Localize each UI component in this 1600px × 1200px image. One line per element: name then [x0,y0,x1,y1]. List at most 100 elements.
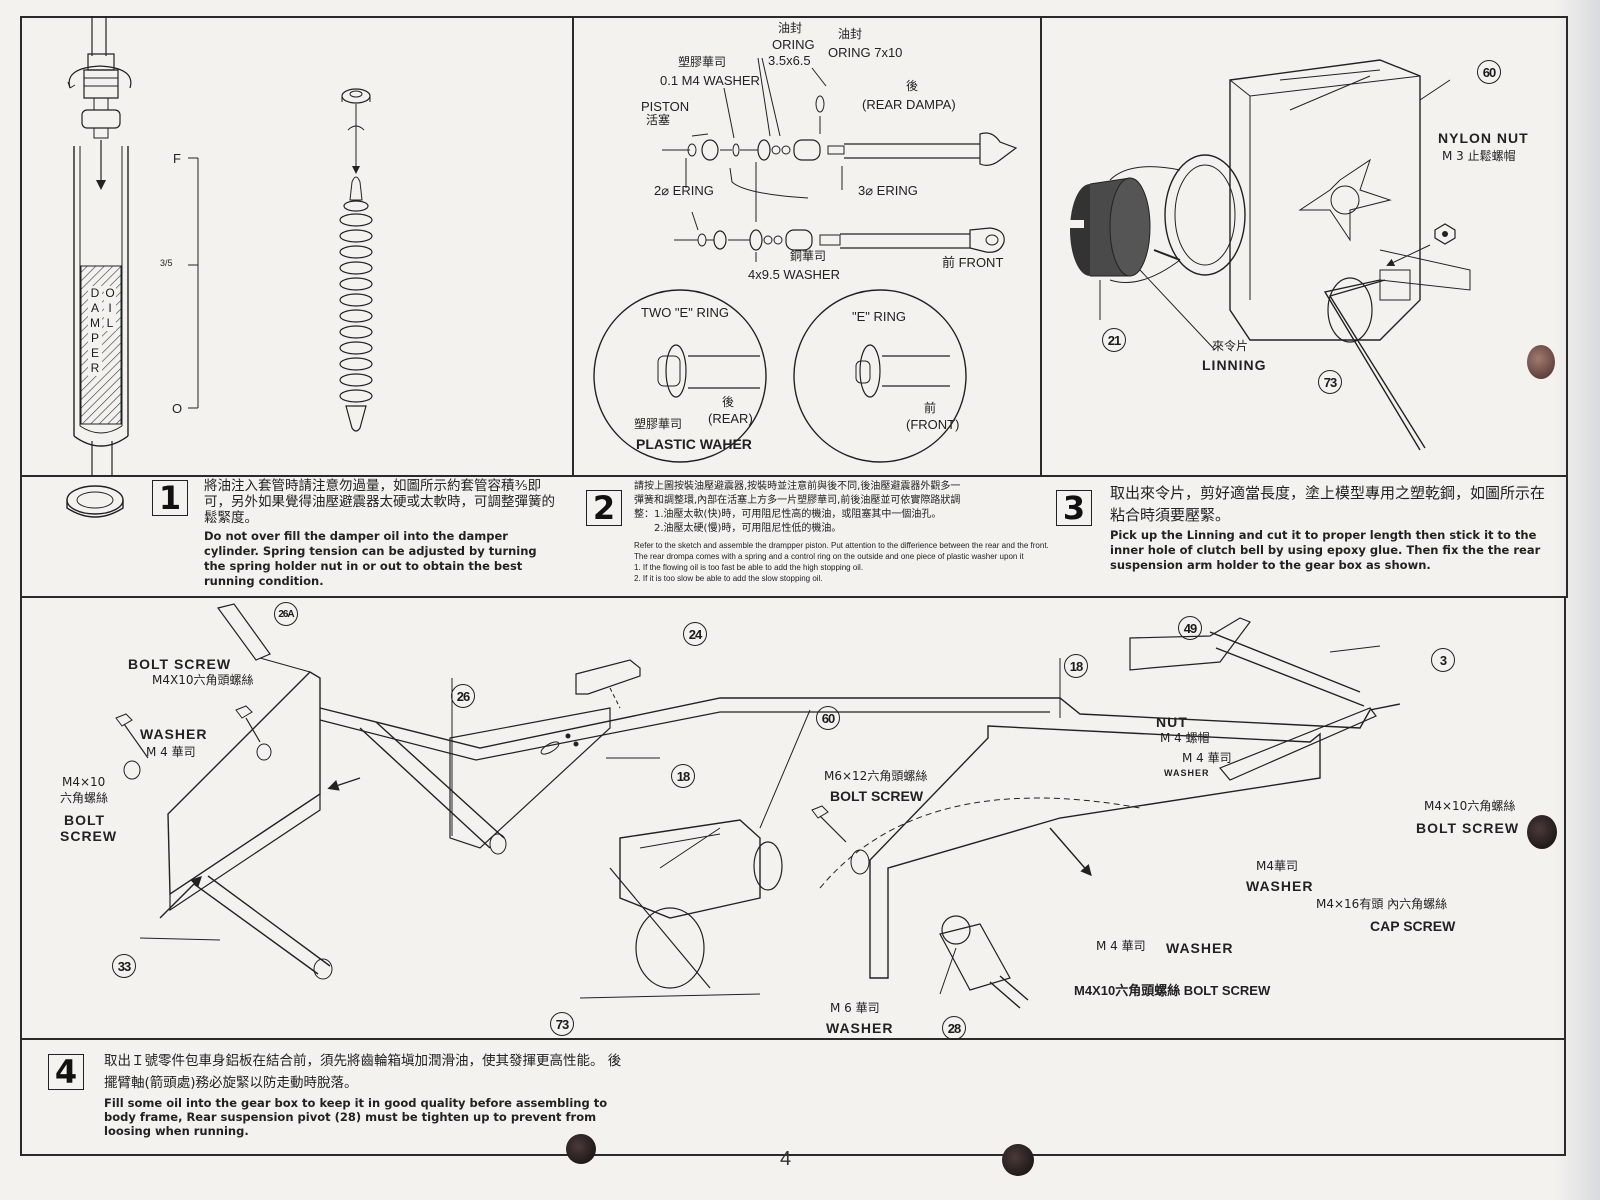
step-2-en-line: 1. If the flowing oil is too fast be abl… [634,563,864,572]
washer-mid-cn-label: M 4 華司 [1096,939,1146,953]
part-callout-24: 24 [683,622,707,646]
part-callout-49: 49 [1178,616,1202,640]
washer-left-cn-label: M 4 華司 [146,745,196,759]
m6-bolt-label: BOLT SCREW [830,788,924,804]
washer-left-label: WASHER [140,726,208,742]
cap-screw-label: CAP SCREW [1370,918,1456,934]
part-callout-18: 18 [671,764,695,788]
step-number-4: 4 [48,1053,84,1091]
part-callout-21: 21 [1102,328,1126,352]
bolt-right-label: BOLT SCREW [1416,820,1520,836]
copper-washer-cn-label: 銅華司 [790,249,827,263]
detail-rear-title: TWO "E" RING [641,305,729,320]
ering-2-label: 2⌀ ERING [654,183,714,198]
step-1-en: Do not over fill the damper oil into the… [204,529,537,588]
detail-front-title: "E" RING [852,309,907,324]
washer-m4-label: WASHER [1246,878,1314,894]
step-1-text: 將油注入套管時請注意勿過量，如圖所示約套管容積⅗即可，另外如果覺得油壓避震器太硬… [204,478,560,589]
rear-dampa-label: (REAR DAMPA) [862,97,956,112]
part-callout-3: 3 [1431,648,1455,672]
washer-cn-label: 塑膠華司 [678,55,727,69]
divider-figures-steps [20,475,1568,477]
gearbox-drawing [1054,40,1530,460]
step-2-en-line: The rear drompa comes with a spring and … [634,552,1024,561]
part-callout-60: 60 [816,706,840,730]
linning-label: LINNING [1202,357,1267,373]
detail-front-label: (FRONT) [906,417,960,432]
bolt-screw-top-cn-label: M4X10六角頭螺絲 [152,673,254,687]
nut-cn-label: M 4 螺帽 [1160,731,1210,745]
step-2-en-line: Refer to the sketch and assemble the dra… [634,541,1049,550]
binder-hole [1002,1144,1034,1176]
oring-small-size-label: 3.5x6.5 [768,53,811,68]
ering-3-label: 3⌀ ERING [858,183,918,198]
nut-label: NUT [1156,714,1188,730]
step-2-cn-line: 彈簧和調整環,內部在活塞上方多一片塑膠華司,前後油壓並可依實際路狀調 [634,495,961,506]
piston-exploded-drawing [580,16,1040,476]
washer-right-label: WASHER [1164,768,1210,778]
part-callout-73: 73 [1318,370,1342,394]
oring-small-label: ORING [772,37,815,52]
nylon-nut-cn-label: M 3 止鬆螺帽 [1442,149,1516,163]
part-callout-26: 26 [451,684,475,708]
part-callout-73: 73 [550,1012,574,1036]
detail-rear-label: (REAR) [708,411,753,426]
bolt-left-label-1: BOLT [64,812,106,828]
step-2-text: 請按上圖按裝油壓避震器,按裝時並注意前與後不同,後油壓避震器外觀多一 彈簧和調整… [634,480,1049,584]
front-label: 前 FRONT [942,255,1004,270]
step-2-cn-line: 請按上圖按裝油壓避震器,按裝時並注意前與後不同,後油壓避震器外觀多一 [634,481,961,492]
bolt-screw-top-label: BOLT SCREW [128,656,232,672]
linning-cn-label: 來令片 [1212,339,1249,353]
m6-washer-label: WASHER [826,1020,894,1036]
step-3-en: Pick up the Linning and cut it to proper… [1110,528,1541,572]
bottom-frame [20,596,1566,1156]
cap-screw-cn-label: M4×16有頭 內六角螺絲 [1316,897,1448,911]
oil-level-scale [160,150,210,420]
m6-bolt-cn-label: M6×12六角頭螺絲 [824,769,928,783]
step-number-1: 1 [152,479,188,517]
step-number-2: 2 [586,489,622,527]
step-4-text: 取出Ｉ號零件包車身鋁板在結合前，須先將齒輪箱塡加潤滑油，使其發揮更高性能。 後擺… [104,1050,624,1138]
step-1-cn: 將油注入套管時請注意勿過量，如圖所示約套管容積⅗即可，另外如果覺得油壓避震器太硬… [204,478,555,526]
step-4-en: Fill some oil into the gear box to keep … [104,1096,608,1138]
step-4-cn: 取出Ｉ號零件包車身鋁板在結合前，須先將齒輪箱塡加潤滑油，使其發揮更高性能。 後擺… [104,1053,622,1091]
part-callout-60: 60 [1477,60,1501,84]
bolt-right-cn-label: M4×10六角螺絲 [1424,799,1516,813]
washer-right-cn-label: M 4 華司 [1182,751,1232,765]
binder-hole [566,1134,596,1164]
detail-plastic-washer-label: PLASTIC WAHER [636,436,752,452]
page-number: 4 [780,1148,792,1170]
bolt-left-cn-label-1: M4×10 [62,775,106,789]
step-2-cn-line: 2.油壓太硬(慢)時，可用阻尼性低的機油。 [634,523,842,534]
detail-rear-cn: 後 [722,395,735,409]
divider-step4 [20,1038,1566,1040]
part-callout-18: 18 [1064,654,1088,678]
chassis-exploded-drawing [20,598,1566,1038]
bolt-left-cn-label-2: 六角螺絲 [60,791,109,805]
piston-cn-label: 活塞 [646,113,671,127]
step-3-cn: 取出來令片，剪好適當長度，塗上模型專用之塑乾鋼，如圖所示在粘合時須要壓緊。 [1110,484,1546,524]
binder-hole [1527,815,1557,849]
spring-damper-drawing [320,80,400,440]
bolt-left-label-2: SCREW [60,828,118,844]
step-3-text: 取出來令片，剪好適當長度，塗上模型專用之塑乾鋼，如圖所示在粘合時須要壓緊。 Pi… [1110,482,1546,573]
washer-mid-label: WASHER [1166,940,1234,956]
oring-large-label: ORING 7x10 [828,45,903,60]
part-callout-28: 28 [942,1016,966,1040]
damper-cylinder-drawing [40,16,240,476]
step-number-3: 3 [1056,489,1092,527]
detail-plastic-washer-cn: 塑膠華司 [634,417,683,431]
divider-a-b [572,16,574,476]
part-callout-26a: 26A [274,602,298,626]
oring-small-cn-label: 油封 [778,21,803,35]
detail-front-cn: 前 [924,401,937,415]
oring-large-cn-label: 油封 [838,27,863,41]
piston-label: PISTON [641,99,690,114]
washer-m4-cn-label: M4華司 [1256,859,1298,873]
bolt-bottom-label: M4X10六角頭螺絲 BOLT SCREW [1074,983,1271,998]
nylon-nut-label: NYLON NUT [1438,130,1529,146]
divider-b-c [1040,16,1042,476]
m6-washer-cn-label: M 6 華司 [830,1001,880,1015]
